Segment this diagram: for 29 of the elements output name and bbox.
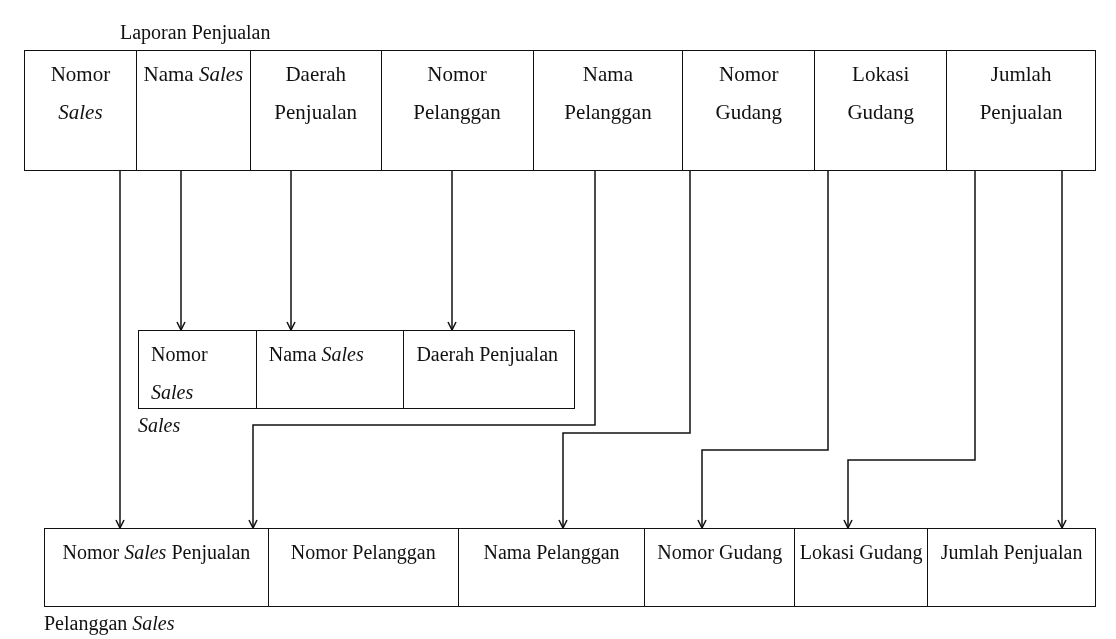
field-name: Nomor Gudang xyxy=(657,540,783,566)
arrow xyxy=(447,170,457,331)
field-name: Nomor Sales xyxy=(49,61,112,126)
field-name: Nomor Sales Penjualan xyxy=(62,540,251,566)
field-name: Nomor Gudang xyxy=(714,61,784,126)
arrow xyxy=(176,170,186,331)
field-name: Nama Pelanggan xyxy=(483,540,620,566)
table-title: Pelanggan Sales xyxy=(44,611,175,635)
field-name: Nama Sales xyxy=(143,61,244,88)
table-title: Laporan Penjualan xyxy=(120,20,271,44)
field-name: Nomor Pelanggan xyxy=(290,540,436,566)
field-name: Daerah Penjualan xyxy=(416,342,558,368)
field-name: Nama Pelanggan xyxy=(563,61,653,126)
table-title: Sales xyxy=(138,413,181,437)
field-name: Nomor Pelanggan xyxy=(412,61,502,126)
field-name: Jumlah Penjualan xyxy=(940,540,1083,566)
arrow xyxy=(1057,170,1067,529)
arrow xyxy=(558,170,691,529)
arrow xyxy=(286,170,296,331)
field-name: Lokasi Gudang xyxy=(799,540,923,566)
arrow xyxy=(248,170,596,529)
field-name: Daerah Penjualan xyxy=(273,61,359,126)
field-name: Nama Sales xyxy=(268,342,364,367)
arrow xyxy=(697,170,829,529)
field-name: Nomor Sales xyxy=(151,342,209,405)
arrow xyxy=(115,170,125,529)
arrow xyxy=(843,170,976,529)
field-name: Lokasi Gudang xyxy=(846,61,915,126)
field-name: Jumlah Penjualan xyxy=(978,61,1064,126)
